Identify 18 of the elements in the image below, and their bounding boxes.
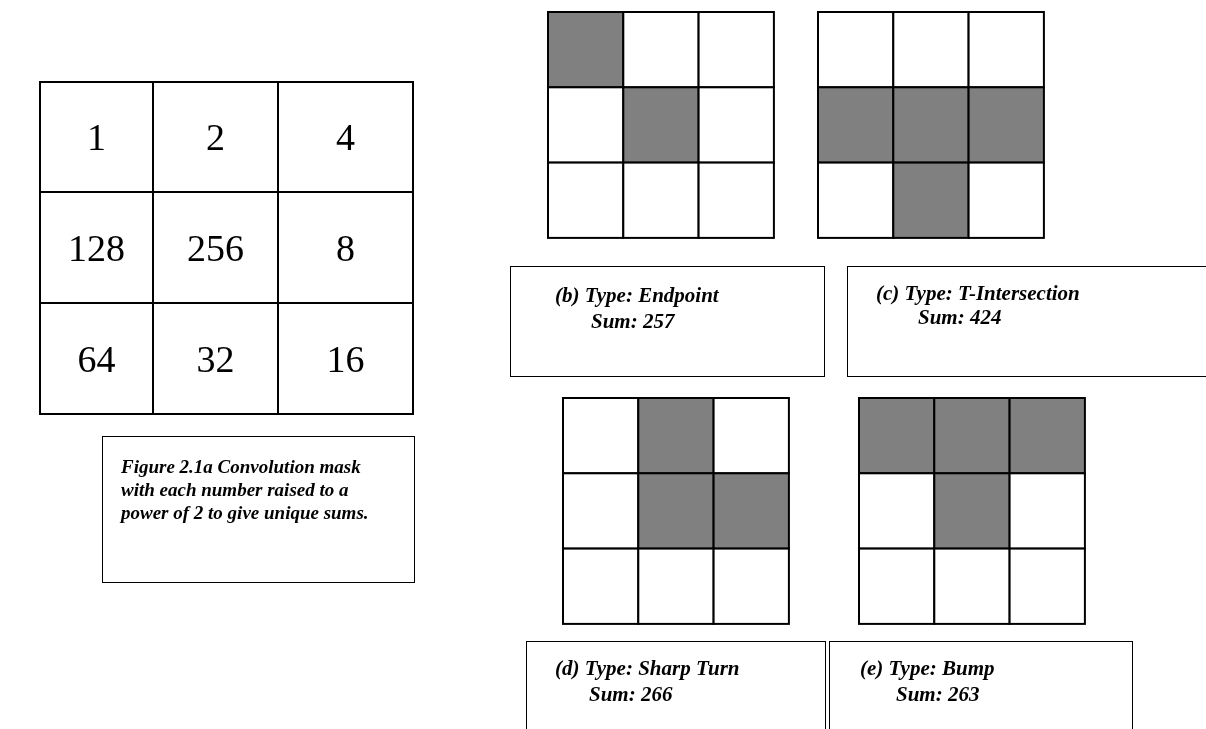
label-box xyxy=(847,266,1206,377)
table-cell: 64 xyxy=(39,302,154,415)
sum-label: Sum: 257 xyxy=(591,309,675,333)
sum-label: Sum: 424 xyxy=(918,305,1002,329)
figure-caption: Figure 2.1a Convolution mask with each number raised to a power of 2 to give unique sums. xyxy=(121,455,370,524)
type-label: (d) Type: Sharp Turn xyxy=(555,656,740,680)
type-label: (e) Type: Bump xyxy=(860,656,995,680)
table-cell: 1 xyxy=(39,81,154,193)
label-box xyxy=(829,641,1133,729)
caption-box xyxy=(102,436,415,583)
sum-label: Sum: 263 xyxy=(896,682,980,706)
type-label: (c) Type: T-Intersection xyxy=(876,281,1080,305)
table-cell: 4 xyxy=(277,81,414,193)
type-label: (b) Type: Endpoint xyxy=(555,283,719,307)
sum-label: Sum: 266 xyxy=(589,682,673,706)
table-cell: 16 xyxy=(277,302,414,415)
label-box xyxy=(526,641,826,729)
label-box xyxy=(510,266,825,377)
